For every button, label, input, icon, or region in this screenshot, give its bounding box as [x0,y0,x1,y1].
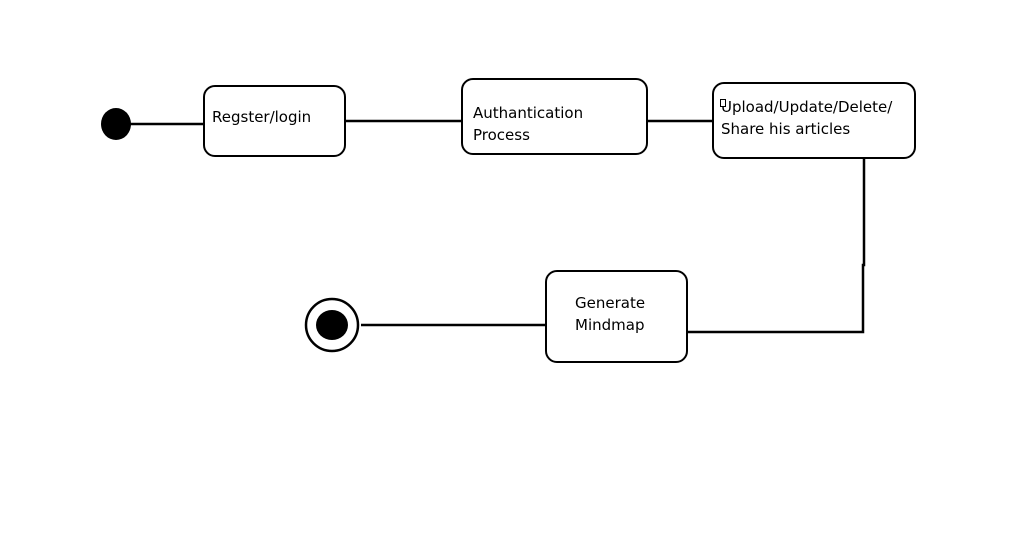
state-generate-mindmap-label-line1: Generate [575,294,646,312]
connector-articles-to-mindmap [688,159,866,334]
state-register-login-label: Regster/login [212,108,312,126]
state-manage-articles-label-line1: Upload/Update/Delete/ [721,98,893,116]
state-generate-mindmap-label-line2: Mindmap [575,316,645,334]
state-manage-articles-label-line2: Share his articles [721,120,851,138]
text-cursor-mark [720,99,726,107]
state-manage-articles: Upload/Update/Delete/ Share his articles [712,82,916,159]
state-authentication-process: Authantication Process [461,78,648,155]
final-node-core [316,310,348,340]
state-authentication-label-line1: Authantication [473,104,584,122]
state-authentication-label-line2: Process [473,126,530,144]
state-generate-mindmap: Generate Mindmap [545,270,688,363]
state-register-login: Regster/login [203,85,346,157]
initial-node [101,108,131,140]
